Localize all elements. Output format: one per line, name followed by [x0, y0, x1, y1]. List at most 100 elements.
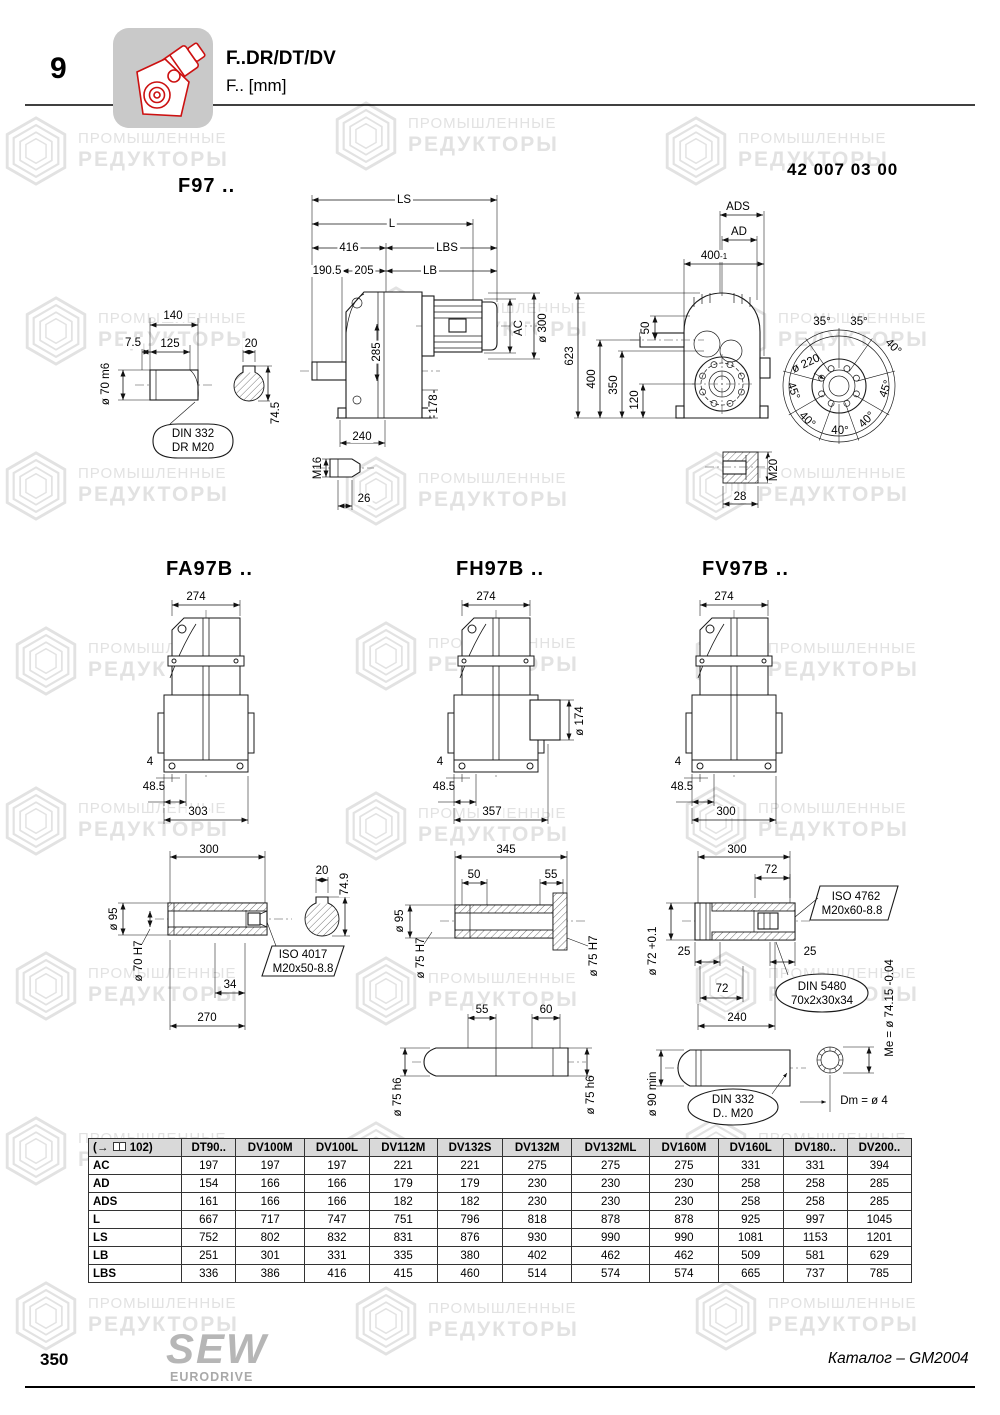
dim-205: 205 [352, 264, 376, 278]
dim-dia220: ø 220 [790, 352, 822, 376]
page-title: F..DR/DT/DV [226, 48, 336, 69]
dim-125: 125 [158, 337, 182, 351]
watermark-line2: РЕДУКТОРЫ [738, 148, 889, 171]
watermark-line2: РЕДУКТОРЫ [778, 328, 929, 351]
table-cell: 1045 [846, 1210, 913, 1229]
watermark-line1: ПРОМЫШЛЕННЫЕ [88, 965, 237, 982]
dim-240: 240 [350, 430, 374, 444]
callout-din332-d-line1: DIN 332 [711, 1094, 755, 1106]
table-cell: 221 [368, 1156, 438, 1175]
dim-623: 623 [563, 344, 577, 368]
table-ref-cell: (→ 102) [88, 1138, 182, 1157]
table-cell: 581 [782, 1246, 848, 1265]
sfh-dim-dia75h6-r: ø 75 h6 [584, 1075, 597, 1115]
table-cell: 197 [303, 1156, 370, 1175]
callout-din332-dr-line2: DR M20 [171, 442, 215, 454]
table-cell: 197 [235, 1156, 305, 1175]
table-column-header: DV160L [717, 1138, 784, 1157]
table-cell: 258 [717, 1192, 784, 1211]
table-cell: 251 [180, 1246, 237, 1265]
sew-logo: SEW [166, 1325, 268, 1372]
table-cell: 230 [570, 1192, 651, 1211]
table-cell: 380 [436, 1246, 504, 1265]
table-cell: 878 [570, 1210, 651, 1229]
table-cell: 258 [782, 1192, 848, 1211]
sfa-dim-300: 300 [197, 843, 221, 857]
sfv-dim-72a: 72 [762, 863, 780, 877]
table-cell: 665 [717, 1264, 784, 1283]
table-cell: 275 [570, 1156, 651, 1175]
section-title-fh97b: FH97B .. [456, 558, 545, 580]
f97-front-view [574, 211, 771, 419]
watermark-line1: ПРОМЫШЛЕННЫЕ [78, 130, 227, 147]
angle-45-1: 45° [877, 378, 895, 400]
catalog-reference: Каталог – GM2004 [828, 1350, 969, 1367]
part-number: 42 007 03 00 [787, 160, 899, 179]
table-cell: 166 [303, 1192, 370, 1211]
angle-40-3: 40° [831, 424, 849, 437]
table-cell: 574 [570, 1264, 651, 1283]
watermark-line2: РЕДУКТОРЫ [768, 658, 919, 681]
sfa-dim-dia70h7: ø 70 H7 [132, 940, 145, 982]
table-cell: 285 [846, 1192, 913, 1211]
table-cell: 386 [235, 1264, 305, 1283]
sfh-dim-55b: 55 [473, 1003, 491, 1017]
table-cell: 221 [436, 1156, 504, 1175]
angle-40-2: 40° [856, 409, 878, 431]
callout-iso4762-line1: ISO 4762 [831, 891, 881, 903]
shaft-detail-fv [656, 851, 899, 1126]
watermark-line1: ПРОМЫШЛЕННЫЕ [418, 470, 567, 487]
table-cell: 990 [570, 1228, 651, 1247]
table-cell: 179 [436, 1174, 504, 1193]
table-cell: 997 [782, 1210, 848, 1229]
table-cell: 752 [180, 1228, 237, 1247]
sfv-dim-240: 240 [725, 1011, 749, 1025]
row-label: LS [88, 1228, 182, 1247]
angle-35-1: 35° [813, 315, 831, 328]
table-cell: 154 [180, 1174, 237, 1193]
sfa-dim-270: 270 [195, 1011, 219, 1025]
table-ref-arrow: (→ [93, 1142, 109, 1154]
fh-dim-dia174: ø 174 [573, 704, 587, 738]
sfh-dim-50: 50 [465, 868, 483, 882]
dim-7-5: 7.5 [123, 336, 143, 350]
fh-dim-4: 4 [436, 755, 444, 768]
table-cell: 301 [235, 1246, 305, 1265]
table-cell: 460 [436, 1264, 504, 1283]
callout-iso4017-line1: ISO 4017 [278, 949, 328, 961]
table-column-header: DV112M [368, 1138, 438, 1157]
table-cell: 737 [782, 1264, 848, 1283]
table-cell: 275 [649, 1156, 719, 1175]
watermark-line2: РЕДУКТОРЫ [78, 148, 229, 171]
table-cell: 796 [436, 1210, 504, 1229]
table-cell: 182 [368, 1192, 438, 1211]
page-subtitle: F.. [mm] [226, 76, 287, 95]
table-column-header: DV180.. [782, 1138, 848, 1157]
table-column-header: DV132M [502, 1138, 572, 1157]
table-column-header: DT90.. [180, 1138, 237, 1157]
table-cell: 1081 [717, 1228, 784, 1247]
dim-ac: AC [512, 318, 526, 338]
sfa-dim-20: 20 [313, 864, 331, 878]
watermark-line2: РЕДУКТОРЫ [758, 483, 909, 506]
sfh-dim-dia75h7-l: ø 75 H7 [414, 937, 427, 979]
watermark-line2: РЕДУКТОРЫ [758, 818, 909, 841]
sfv-dim-dia72tol: ø 72 +0.1 [646, 926, 659, 976]
table-cell: 462 [649, 1246, 719, 1265]
sfv-dim-dia90min: ø 90 min [646, 1071, 659, 1117]
table-cell: 166 [303, 1174, 370, 1193]
table-cell: 230 [649, 1174, 719, 1193]
dim-dia300: ø 300 [536, 311, 550, 345]
table-cell: 747 [303, 1210, 370, 1229]
table-cell: 335 [368, 1246, 438, 1265]
